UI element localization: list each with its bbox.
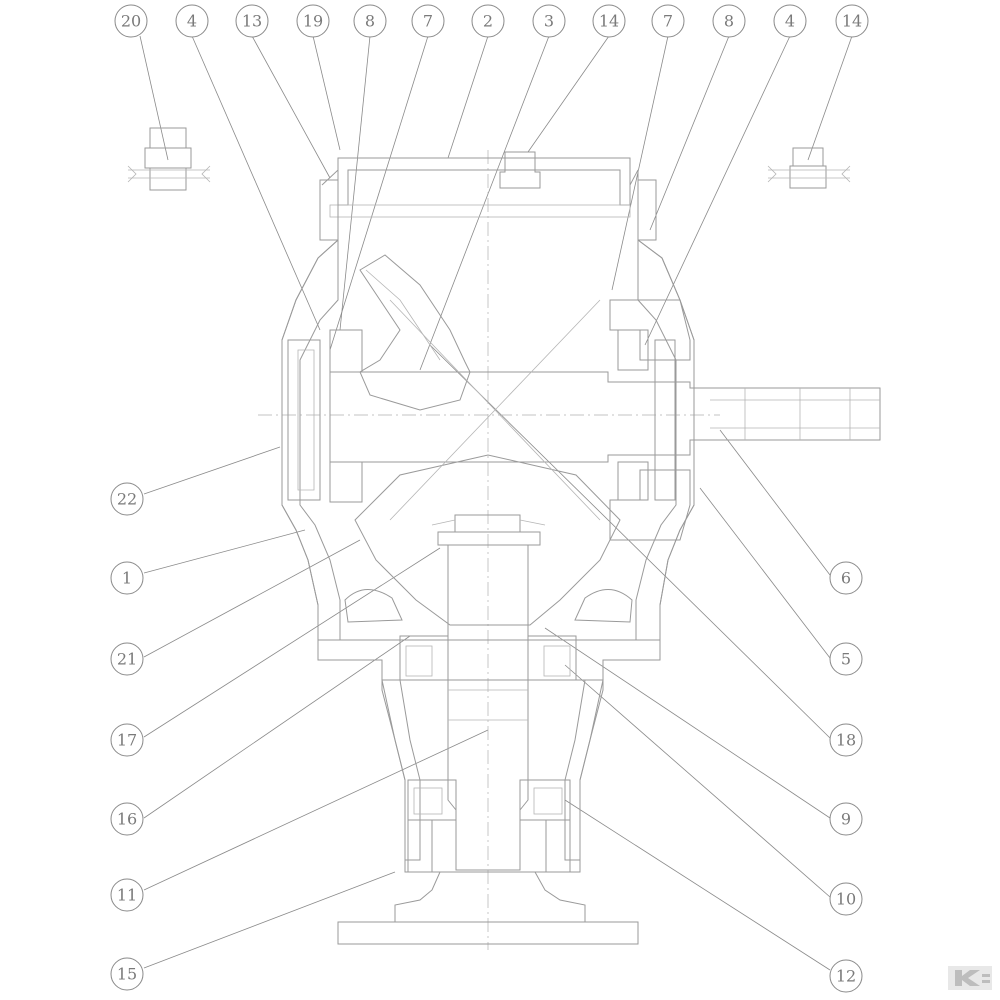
right-seal [654,339,676,501]
svg-text:5: 5 [841,650,851,669]
input-shaft [329,371,881,463]
svg-text:3: 3 [544,12,554,31]
svg-text:8: 8 [724,12,734,31]
svg-text:17: 17 [117,731,137,750]
svg-text:8: 8 [365,12,375,31]
balloon-left-6: 11 [110,878,144,912]
svg-text:7: 7 [663,12,673,31]
svg-text:19: 19 [303,12,323,31]
brand-logo [948,966,992,990]
svg-text:16: 16 [117,810,137,829]
balloon-left-4: 17 [110,723,144,757]
gearbox-assembly [127,127,881,950]
svg-text:6: 6 [841,569,851,588]
balloon-right-2: 5 [829,642,863,676]
balloon-top-6: 7 [411,4,445,38]
balloon-left-3: 21 [110,642,144,676]
leader-lines [139,35,853,971]
left-cap-inner [297,349,315,491]
top-cover [337,157,631,206]
svg-text:14: 14 [842,12,862,31]
output-flange [337,921,639,945]
balloon-top-7: 2 [471,4,505,38]
balloon-left-7: 15 [110,957,144,991]
left-end-cap [287,339,321,501]
vent-plug-detail-left [127,127,211,191]
svg-text:20: 20 [121,12,141,31]
balloon-right-6: 12 [829,959,863,993]
output-hub [394,871,586,923]
balloon-top-1: 20 [114,4,148,38]
top-plug [499,151,541,189]
balloon-top-5: 8 [353,4,387,38]
bevel-gear-vertical [354,454,621,626]
svg-text:1: 1 [122,569,132,588]
balloon-right-4: 9 [829,802,863,836]
svg-text:22: 22 [117,490,137,509]
svg-text:12: 12 [836,967,856,986]
lower-bearing-left [407,779,457,821]
svg-text:13: 13 [242,12,262,31]
svg-text:10: 10 [836,890,856,909]
balloon-top-10: 7 [651,4,685,38]
balloon-right-5: 10 [829,882,863,916]
balloon-right-1: 6 [829,561,863,595]
balloon-left-5: 16 [110,802,144,836]
housing-wall-right [635,239,695,641]
lower-seal-left [407,819,433,873]
svg-text:18: 18 [836,731,856,750]
balloon-top-11: 8 [712,4,746,38]
lower-seal-right [545,819,571,873]
left-labels: 22 1 21 17 16 11 15 [110,482,144,991]
svg-text:21: 21 [117,650,137,669]
neck-wall-right [564,679,604,861]
balloon-right-3: 18 [829,723,863,757]
svg-text:14: 14 [599,12,619,31]
svg-text:4: 4 [785,12,795,31]
housing-floor [317,639,661,681]
shaft-washer [437,531,541,546]
output-shaft [447,544,529,871]
svg-text:4: 4 [187,12,197,31]
upper-vertical-bearing-right [527,635,577,681]
left-bearing-lower [329,461,363,503]
balloon-left-2: 1 [110,561,144,595]
housing-wall-left [281,238,341,641]
svg-text:9: 9 [841,810,851,829]
svg-text:7: 7 [423,12,433,31]
svg-text:11: 11 [117,886,137,905]
balloon-top-9: 14 [592,4,626,38]
balloon-top-13: 14 [835,4,869,38]
right-bearing-upper [617,329,649,371]
cover-bolt-right [637,179,657,241]
balloon-left-1: 22 [110,482,144,516]
cover-gasket [329,204,631,218]
right-bearing-lower [617,461,649,501]
neck-wall-left [381,679,421,861]
svg-text:15: 15 [117,965,137,984]
svg-text:2: 2 [483,12,493,31]
right-bearing-seat-low [609,469,691,541]
right-labels: 6 5 18 9 10 12 [829,561,863,993]
upper-vertical-bearing-left [399,635,449,681]
balloon-top-3: 13 [235,4,269,38]
balloon-top-2: 4 [175,4,209,38]
plug-detail-right [767,147,851,189]
balloon-top-4: 19 [296,4,330,38]
cover-bolt-left [319,179,339,241]
bevel-gear-horizontal [359,254,471,411]
balloon-top-8: 3 [532,4,566,38]
shaft-nut [454,514,521,533]
top-labels: 20 4 13 19 8 7 2 3 14 7 8 4 14 [114,4,869,38]
balloon-top-12: 4 [773,4,807,38]
left-bearing-upper [329,329,363,373]
right-bearing-seat [609,299,691,361]
